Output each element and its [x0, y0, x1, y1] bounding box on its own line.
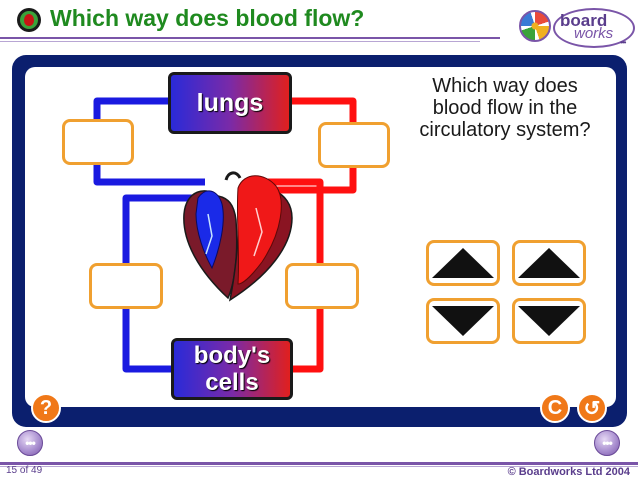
- undo-button[interactable]: ↺: [577, 393, 607, 423]
- answer-box-pulmonary-artery[interactable]: [62, 119, 134, 165]
- answer-box-body-artery[interactable]: [285, 263, 359, 309]
- lungs-label: lungs: [168, 72, 292, 134]
- logo-word-works: works: [574, 25, 614, 42]
- boardworks-logo: board works •••: [519, 8, 637, 52]
- reset-button[interactable]: C: [540, 393, 570, 423]
- header-divider: [0, 37, 500, 39]
- next-slide-button[interactable]: •••: [594, 430, 620, 456]
- logo-oval: [553, 8, 635, 48]
- answer-box-body-vein[interactable]: [89, 263, 163, 309]
- up-arrow-tile-1[interactable]: [426, 240, 500, 286]
- down-arrow-tile-1[interactable]: [426, 298, 500, 344]
- logo-dots: •••: [620, 38, 626, 47]
- up-arrow-icon: [432, 248, 494, 278]
- up-arrow-tile-2[interactable]: [512, 240, 586, 286]
- down-arrow-icon: [518, 306, 580, 336]
- help-button[interactable]: ?: [31, 393, 61, 423]
- footer-divider-thin: [0, 466, 638, 467]
- body-cells-line2: cells: [205, 369, 259, 396]
- previous-slide-button[interactable]: •••: [17, 430, 43, 456]
- logo-swirl-icon: [519, 10, 551, 42]
- down-arrow-tile-2[interactable]: [512, 298, 586, 344]
- header-divider-thin: [0, 41, 480, 42]
- copyright-text: © Boardworks Ltd 2004: [507, 466, 630, 478]
- body-cells-line1: body's: [193, 342, 271, 369]
- answer-box-pulmonary-vein[interactable]: [318, 122, 390, 168]
- heart-logo-icon: [17, 8, 41, 32]
- question-text: Which way does blood flow in the circula…: [419, 75, 591, 141]
- logo-word-board: board: [560, 11, 608, 30]
- page-title: Which way does blood flow?: [50, 5, 365, 31]
- heart-icon: [183, 171, 293, 302]
- up-arrow-icon: [518, 248, 580, 278]
- page-number: 15 of 49: [6, 465, 43, 476]
- footer-divider: [0, 462, 638, 465]
- down-arrow-icon: [432, 306, 494, 336]
